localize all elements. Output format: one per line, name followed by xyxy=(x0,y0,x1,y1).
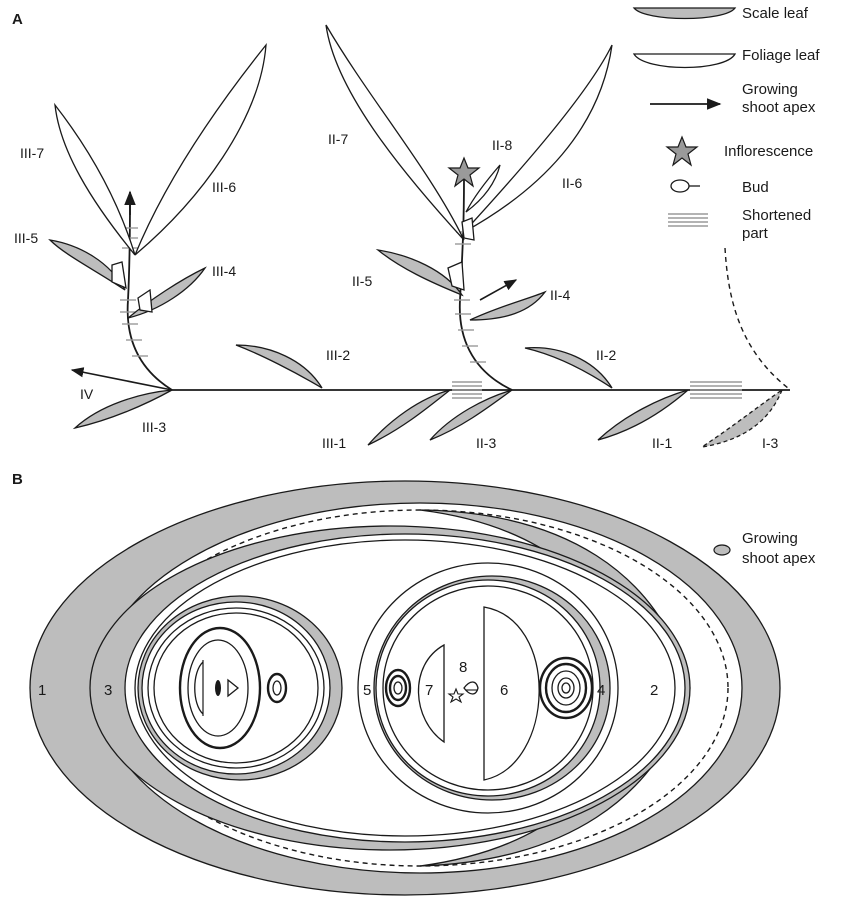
panel-label-a: A xyxy=(12,11,23,28)
number-6: 6 xyxy=(500,682,508,699)
label-III-5: III-5 xyxy=(14,230,38,246)
number-2: 2 xyxy=(650,682,658,699)
shortened-part-rhizome-1 xyxy=(452,382,482,398)
legend-foliage-leaf-label: Foliage leaf xyxy=(742,47,820,64)
shoot-II-lateral-arrow xyxy=(480,280,516,300)
label-II-7: II-7 xyxy=(328,131,348,147)
label-IV: IV xyxy=(80,386,94,402)
label-I-3: I-3 xyxy=(762,435,779,451)
label-II-1: II-1 xyxy=(652,435,672,451)
legend-shortened-line1: Shortened xyxy=(742,207,811,224)
number-5: 5 xyxy=(363,682,371,699)
legend-scale-leaf: Scale leaf xyxy=(634,5,809,22)
legend-inflorescence-label: Inflorescence xyxy=(724,143,813,160)
shortened-part-rhizome-2 xyxy=(690,382,742,398)
legend-panel-b: Growing shoot apex xyxy=(714,530,816,567)
shoot-complex-right xyxy=(358,563,618,813)
legend-bud-label: Bud xyxy=(742,179,769,196)
legend-b-growing-line2: shoot apex xyxy=(742,550,816,567)
scale-leaf-icon xyxy=(634,8,735,19)
legend-shortened-part: Shortened part xyxy=(668,207,811,242)
number-8: 8 xyxy=(459,659,467,676)
floral-diagram: 1 2 3 4 5 6 7 8 xyxy=(30,481,780,895)
legend-b-growing-line1: Growing xyxy=(742,530,798,547)
label-III-3: III-3 xyxy=(142,419,166,435)
label-III-1: III-1 xyxy=(322,435,346,451)
legend-inflorescence: Inflorescence xyxy=(667,137,813,165)
number-7: 7 xyxy=(425,682,433,699)
label-III-7: III-7 xyxy=(20,145,44,161)
label-III-2: III-2 xyxy=(326,347,350,363)
number-3: 3 xyxy=(104,682,112,699)
dashed-growth-line xyxy=(725,248,788,388)
label-II-4: II-4 xyxy=(550,287,570,303)
bud-legend-icon xyxy=(671,180,689,192)
leaf-II-6 xyxy=(464,45,612,232)
bud-III-lower xyxy=(138,290,152,312)
bud-III-upper xyxy=(112,262,126,288)
label-II-8: II-8 xyxy=(492,137,512,153)
label-III-6: III-6 xyxy=(212,179,236,195)
label-II-2: II-2 xyxy=(596,347,616,363)
number-4: 4 xyxy=(597,682,605,699)
leaf-III-2 xyxy=(236,345,322,388)
label-III-4: III-4 xyxy=(212,263,236,279)
leaf-III-7 xyxy=(55,105,135,255)
bud-II-upper xyxy=(462,218,474,240)
legend-shortened-line2: part xyxy=(742,225,769,242)
label-II-5: II-5 xyxy=(352,273,372,289)
legend-foliage-leaf: Foliage leaf xyxy=(634,47,820,68)
legend-growing-apex: Growing shoot apex xyxy=(650,81,816,116)
inflorescence-star-legend-icon xyxy=(667,137,697,165)
leaf-III-6 xyxy=(135,45,266,255)
legend-bud: Bud xyxy=(671,179,769,196)
label-II-3: II-3 xyxy=(476,435,496,451)
growing-apex-legend-icon xyxy=(714,545,730,555)
shoot-II-shortened-part xyxy=(454,232,486,362)
panel-label-b: B xyxy=(12,471,23,488)
legend-scale-leaf-label: Scale leaf xyxy=(742,5,809,22)
leaf-II-4 xyxy=(470,292,545,320)
leaf-II-1 xyxy=(598,390,688,440)
legend-growing-apex-line2: shoot apex xyxy=(742,99,816,116)
foliage-leaf-icon xyxy=(634,54,735,68)
bud-complex-left xyxy=(138,596,342,780)
legend-panel-a: Scale leaf Foliage leaf Growing shoot ap… xyxy=(634,5,820,242)
legend-growing-apex-line1: Growing xyxy=(742,81,798,98)
shortened-part-legend-icon xyxy=(668,214,708,226)
label-II-6: II-6 xyxy=(562,175,582,191)
number-1: 1 xyxy=(38,682,46,699)
